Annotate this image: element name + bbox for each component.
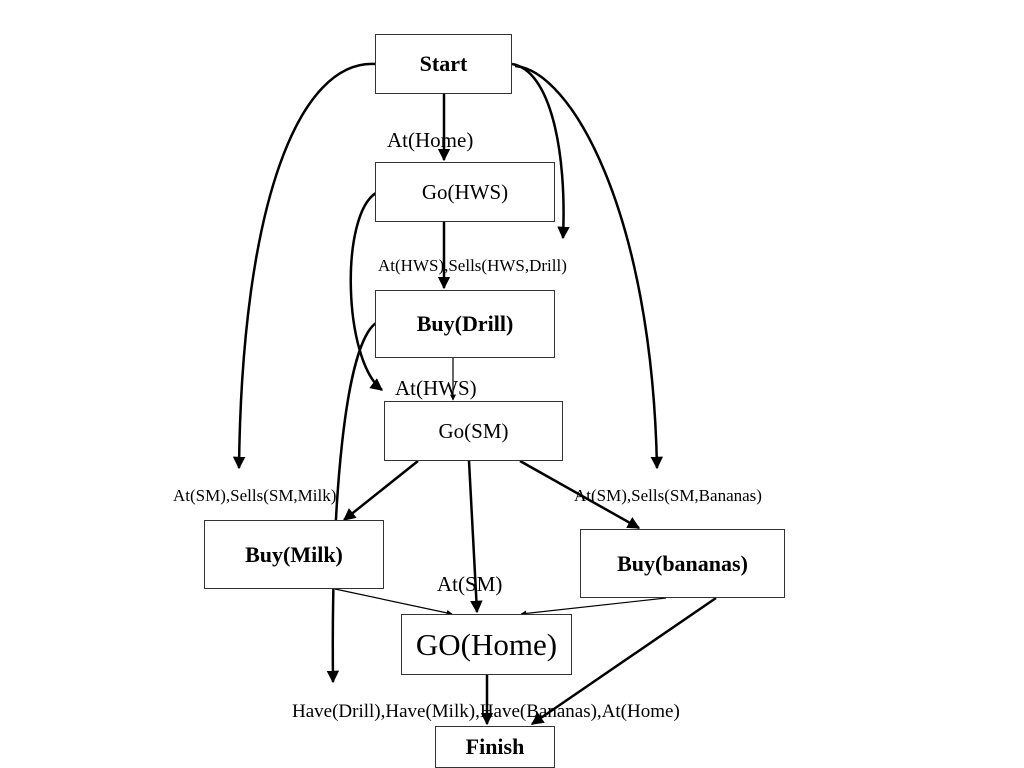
- edge-buy-drill-to-finish: [326, 321, 377, 684]
- at-sm-sells-bananas-label: At(SM),Sells(SM,Bananas): [574, 486, 762, 505]
- at-sm-sells-milk-label: At(SM),Sells(SM,Milk): [173, 486, 337, 505]
- start-node: Start: [375, 34, 512, 94]
- go-home-node: GO(Home): [401, 614, 572, 675]
- at-hws-label: At(HWS): [395, 376, 477, 400]
- edge-go-sm-to-buy-bananas: [519, 459, 641, 530]
- edge-buy-milk-to-go-home: [334, 588, 453, 616]
- at-home-label: At(Home): [387, 128, 474, 152]
- buy-milk-node: Buy(Milk): [204, 520, 384, 589]
- finish-preconditions-label: Have(Drill),Have(Milk),Have(Bananas),At(…: [292, 701, 680, 722]
- edge-buy-bananas-to-go-home: [520, 597, 667, 617]
- edge-start-to-buy-milk: [232, 62, 376, 470]
- finish-node: Finish: [435, 726, 555, 768]
- go-sm-node: Go(SM): [384, 401, 563, 461]
- edge-start-to-hws-precond: [511, 62, 570, 240]
- edge-go-sm-to-go-home: [467, 460, 483, 614]
- buy-drill-node: Buy(Drill): [375, 290, 555, 358]
- edge-buy-bananas-to-finish: [530, 596, 717, 726]
- edge-start-to-buy-bananas: [514, 64, 664, 470]
- at-sm-label: At(SM): [437, 572, 503, 596]
- at-hws-sells-drill-label: At(HWS),Sells(HWS,Drill): [378, 256, 567, 275]
- edge-go-hws-to-go-sm: [349, 191, 383, 391]
- edge-go-sm-to-buy-milk: [343, 460, 419, 521]
- buy-bananas-node: Buy(bananas): [580, 529, 785, 598]
- go-hws-node: Go(HWS): [375, 162, 555, 222]
